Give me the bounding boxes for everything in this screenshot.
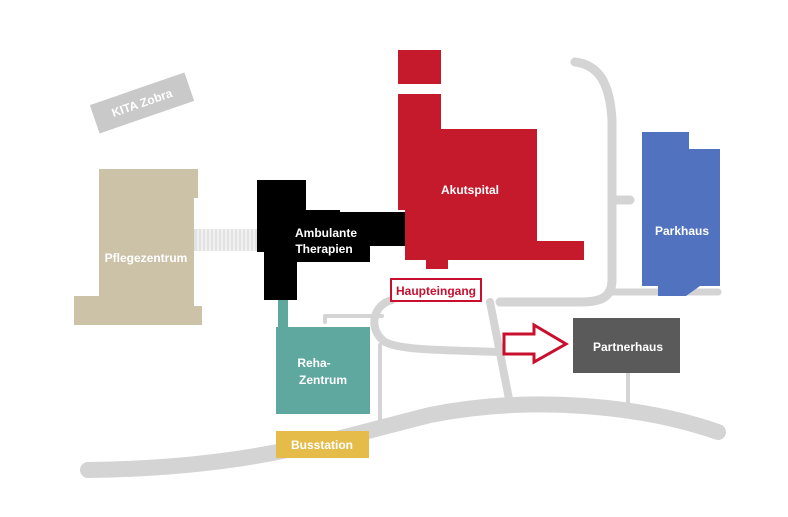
- building-reha-zentrum[interactable]: Reha- Zentrum: [276, 327, 370, 414]
- partnerhaus-label: Partnerhaus: [593, 340, 663, 354]
- building-parkhaus[interactable]: Parkhaus: [642, 132, 720, 296]
- building-kita[interactable]: KITA Zobra: [89, 72, 195, 134]
- ambulante-label-line1: Ambulante: [295, 226, 357, 240]
- pflegezentrum-shape: [74, 169, 202, 325]
- busstation-label: Busstation: [291, 438, 353, 452]
- reha-label-line1: Reha-: [297, 356, 330, 370]
- entrance-box: [390, 278, 482, 302]
- building-pflegezentrum[interactable]: Pflegezentrum: [74, 169, 202, 325]
- ambulante-shape: [257, 180, 405, 300]
- main-road: [80, 396, 726, 478]
- building-akutspital[interactable]: Akutspital: [398, 50, 584, 269]
- akutspital-shape: [398, 50, 584, 269]
- reha-label-line2: Zentrum: [299, 373, 347, 387]
- reha-access-road: [323, 314, 384, 324]
- akutspital-label: Akutspital: [441, 183, 499, 197]
- main-entrance[interactable]: Haupteingang: [390, 278, 482, 302]
- building-ambulante-therapien[interactable]: Ambulante Therapien: [257, 180, 405, 300]
- entrance-label: Haupteingang: [396, 284, 476, 298]
- entrance-loop: [370, 296, 504, 356]
- parkhaus-label: Parkhaus: [655, 224, 709, 238]
- reha-shape: [276, 327, 370, 414]
- loop-road-right: [495, 57, 617, 307]
- building-busstation[interactable]: Busstation: [276, 431, 369, 458]
- arrow-right-icon: [502, 322, 569, 365]
- pflegezentrum-label: Pflegezentrum: [105, 251, 188, 265]
- pflege-bridge: [194, 229, 260, 251]
- ambulante-label-line2: Therapien: [295, 242, 352, 256]
- kita-shape: [89, 72, 195, 134]
- roads: [80, 57, 726, 478]
- busstation-shape: [276, 431, 369, 458]
- parkhaus-shape: [642, 132, 720, 296]
- partnerhaus-shape: [573, 318, 680, 373]
- building-partnerhaus[interactable]: Partnerhaus: [573, 318, 680, 373]
- reha-connector: [278, 300, 288, 328]
